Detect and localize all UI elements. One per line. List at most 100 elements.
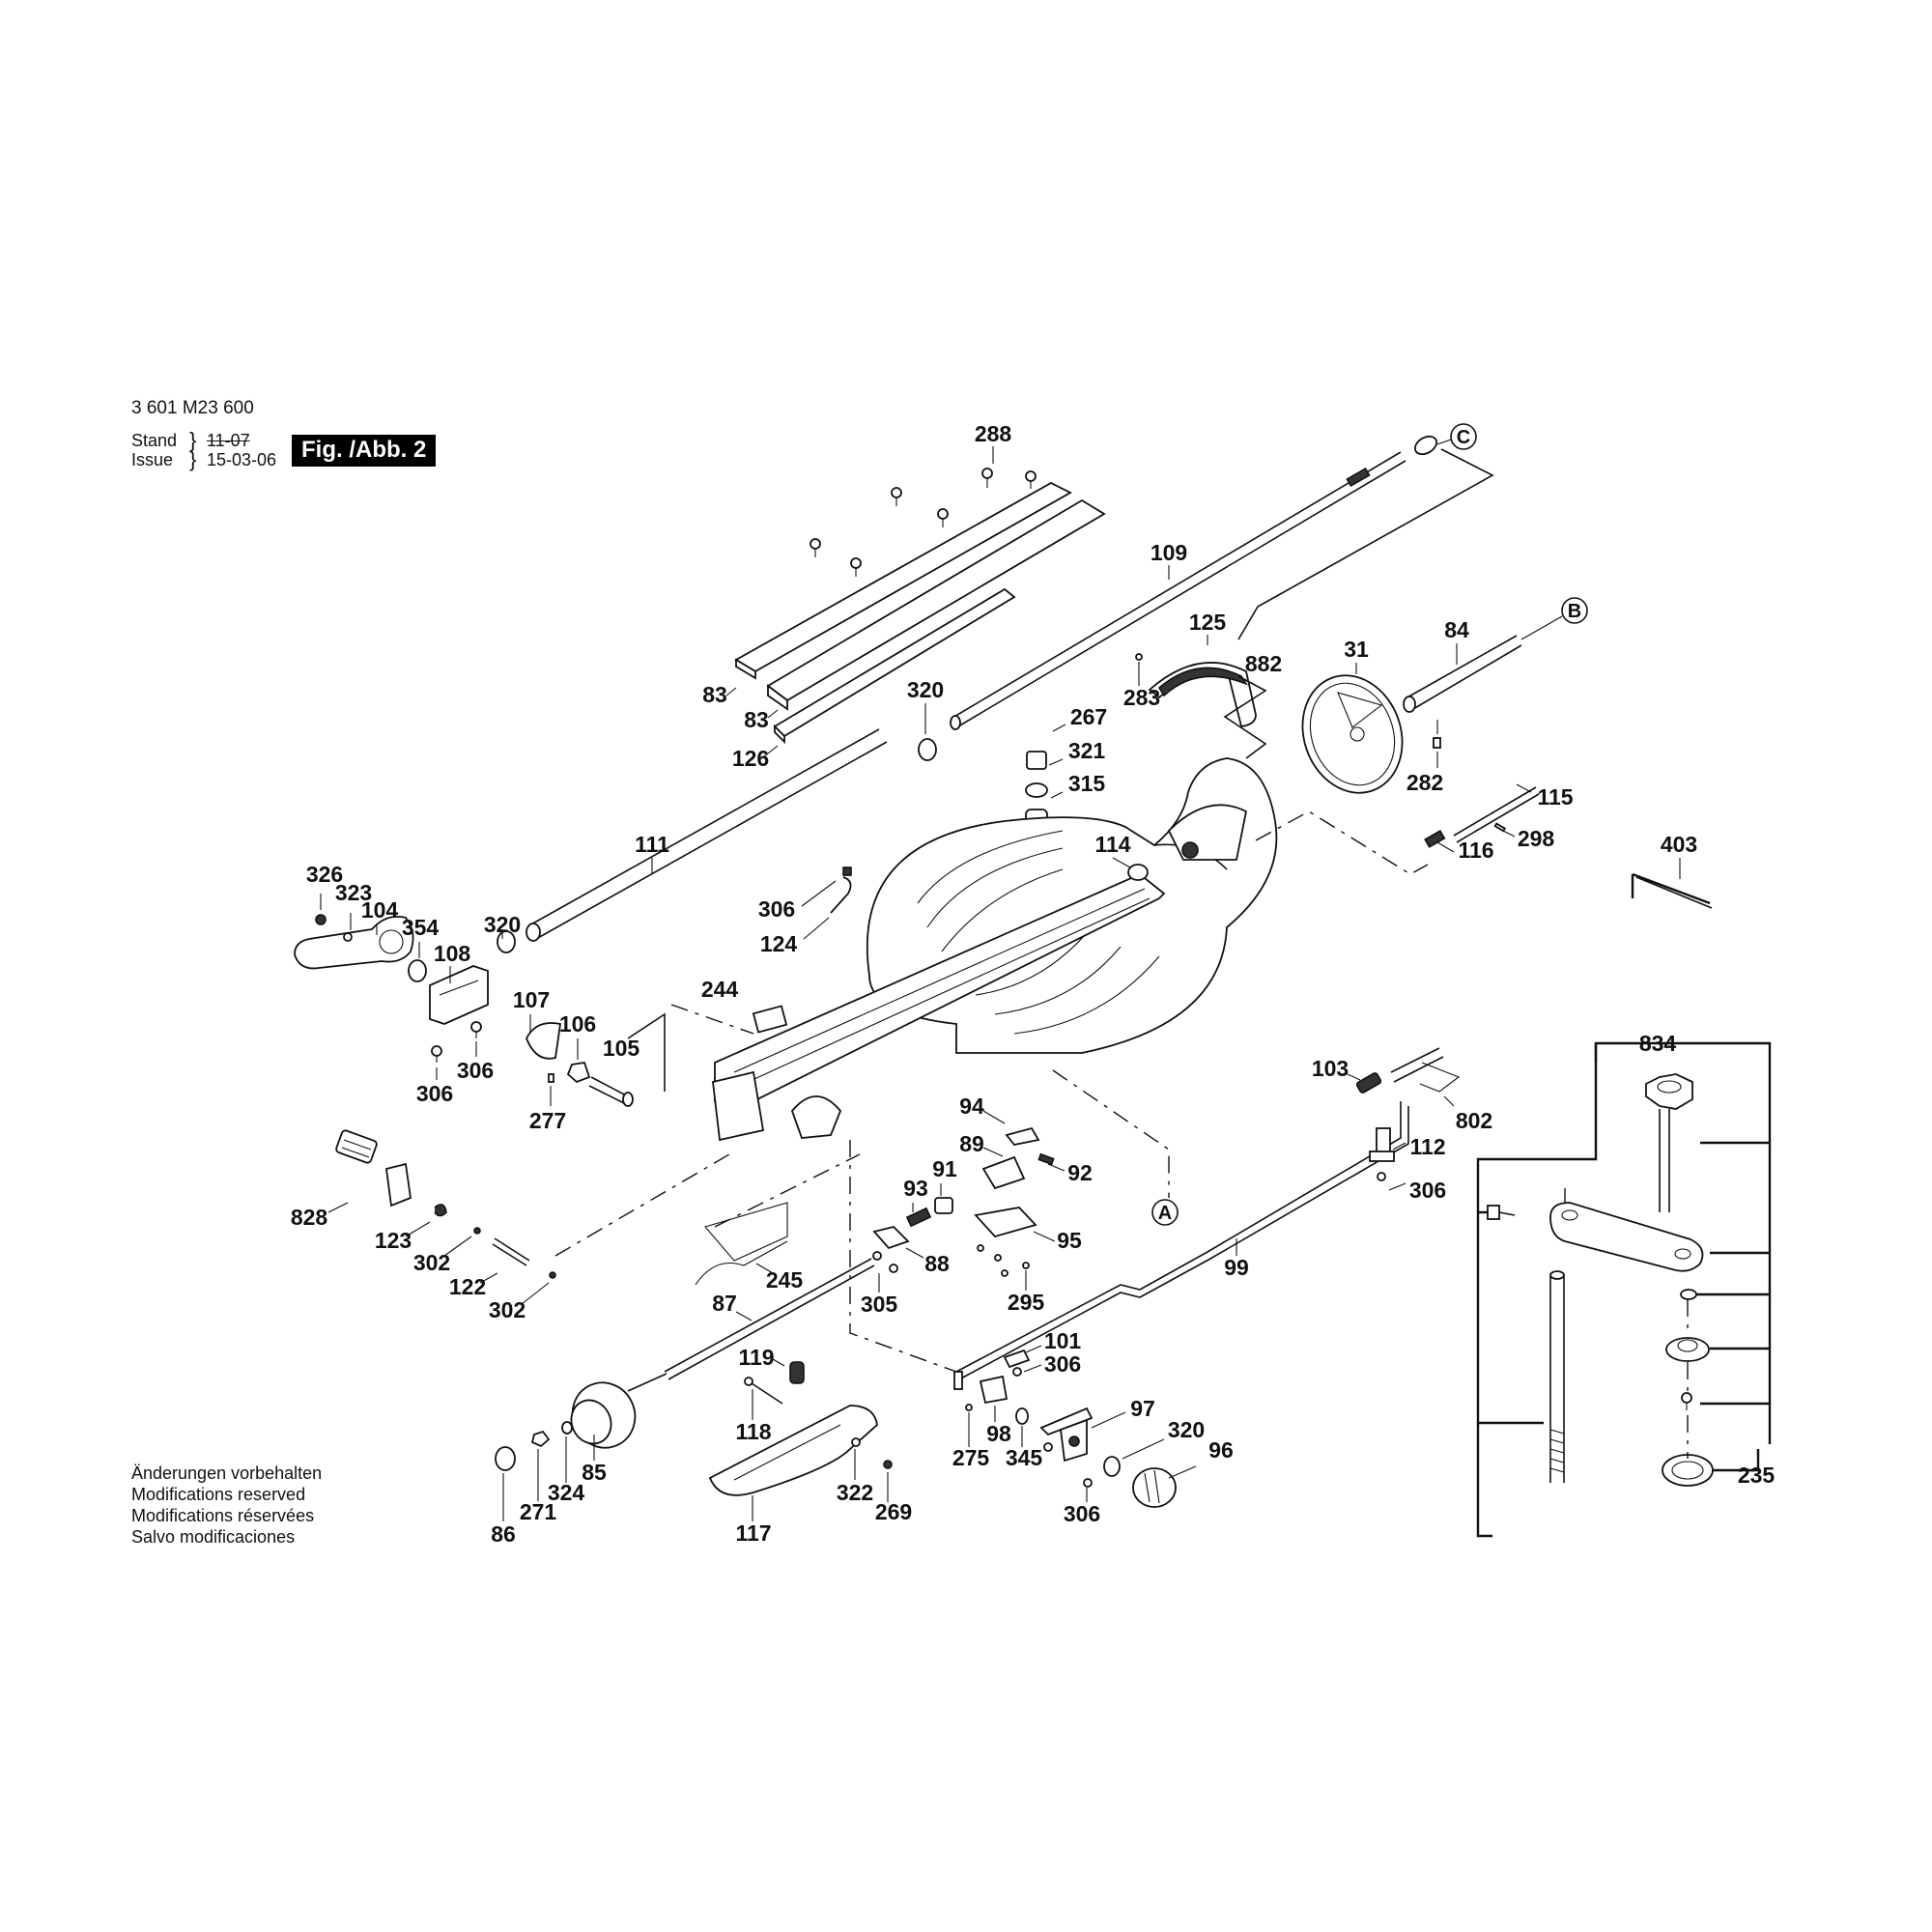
- fence-rail-83-upper[interactable]: [734, 481, 1072, 680]
- clip-302-b[interactable]: [549, 1271, 556, 1279]
- callout-403: 403: [1661, 832, 1697, 857]
- callout-271: 271: [520, 1499, 557, 1524]
- pin-105[interactable]: [588, 1076, 634, 1107]
- shaft-109[interactable]: [950, 451, 1406, 730]
- washer-323[interactable]: [343, 932, 353, 942]
- sleeve-c[interactable]: [1412, 433, 1440, 458]
- screws-295[interactable]: [977, 1244, 1030, 1277]
- pedal-828[interactable]: [335, 1129, 412, 1208]
- hex-key-403[interactable]: [1631, 872, 1713, 909]
- callout-118: 118: [735, 1419, 771, 1444]
- callout-322: 322: [837, 1480, 873, 1505]
- washer-324[interactable]: [561, 1421, 573, 1435]
- callout-96: 96: [1208, 1437, 1234, 1463]
- label-244[interactable]: [752, 1005, 788, 1034]
- washer-345[interactable]: [1015, 1407, 1029, 1425]
- pin-282[interactable]: [1433, 737, 1441, 749]
- screws-288[interactable]: [810, 468, 1037, 577]
- disk-31[interactable]: [1287, 662, 1418, 808]
- lever-88[interactable]: [872, 1226, 910, 1250]
- star-knob[interactable]: [1645, 1073, 1693, 1110]
- rod-111[interactable]: [526, 728, 888, 942]
- nut-322[interactable]: [851, 1437, 861, 1447]
- pin-298[interactable]: [1493, 822, 1507, 833]
- pad-screw[interactable]: [1681, 1392, 1692, 1410]
- label-245[interactable]: [695, 1202, 788, 1286]
- callout-306-d: 306: [1409, 1178, 1446, 1203]
- plate-94[interactable]: [1005, 1126, 1040, 1146]
- threaded-rod-top[interactable]: [1659, 1109, 1670, 1212]
- spring-119[interactable]: [789, 1361, 805, 1384]
- washer-354[interactable]: [408, 959, 427, 982]
- callout-306-c: 306: [457, 1058, 494, 1083]
- clip-124[interactable]: [830, 876, 852, 914]
- callout-295: 295: [1008, 1290, 1045, 1315]
- spring-123[interactable]: [434, 1204, 447, 1217]
- lever-104[interactable]: [294, 915, 414, 970]
- shaft-802[interactable]: [1390, 1047, 1444, 1083]
- screw-306-e[interactable]: [1012, 1367, 1022, 1377]
- pin-84[interactable]: [1403, 635, 1522, 713]
- plate-95[interactable]: [974, 1207, 1037, 1238]
- pin-118[interactable]: [744, 1377, 783, 1405]
- rod-87[interactable]: [664, 1258, 875, 1380]
- fence-rail-83-lower[interactable]: [766, 498, 1106, 711]
- bracket-97[interactable]: [1039, 1406, 1094, 1463]
- handle-cap-85[interactable]: [562, 1373, 668, 1459]
- callout-269: 269: [875, 1499, 912, 1524]
- knob-96[interactable]: [1132, 1467, 1177, 1508]
- washer-320-top[interactable]: [918, 738, 937, 761]
- lock-98[interactable]: [979, 1375, 1009, 1405]
- rod-99[interactable]: [953, 1101, 1409, 1390]
- clamp-arm[interactable]: [1549, 1202, 1704, 1272]
- callout-122: 122: [449, 1274, 486, 1299]
- table-extension-arm[interactable]: [712, 872, 1166, 1142]
- screw-306-f[interactable]: [1083, 1478, 1093, 1488]
- screw-306-b[interactable]: [431, 1045, 442, 1063]
- base-ring-235[interactable]: [1662, 1454, 1714, 1487]
- clip-302-a[interactable]: [473, 1227, 481, 1235]
- washer-small[interactable]: [1680, 1289, 1697, 1300]
- clamp-108[interactable]: [429, 965, 489, 1025]
- cap-86[interactable]: [495, 1446, 516, 1471]
- callout-119: 119: [738, 1345, 774, 1370]
- screws-305[interactable]: [872, 1251, 898, 1273]
- spring-116[interactable]: [1424, 829, 1446, 848]
- spring-92[interactable]: [1037, 1152, 1055, 1166]
- knob-91[interactable]: [934, 1197, 953, 1214]
- pin-277[interactable]: [548, 1073, 554, 1083]
- pressure-pad[interactable]: [1665, 1337, 1710, 1362]
- handle-117[interactable]: [708, 1405, 878, 1496]
- screw-306-a[interactable]: [842, 867, 852, 876]
- threaded-post[interactable]: [1549, 1270, 1565, 1483]
- leader-105: [627, 1012, 666, 1092]
- shaft-115[interactable]: [1453, 786, 1540, 843]
- screw-283[interactable]: [1135, 653, 1143, 661]
- nut-267[interactable]: [1026, 751, 1047, 770]
- clamp-107[interactable]: [526, 1022, 562, 1060]
- screw-306-f-upper[interactable]: [1043, 1442, 1053, 1452]
- washer-321[interactable]: [1025, 782, 1048, 798]
- thumb-screw[interactable]: [1487, 1205, 1516, 1220]
- pin-122[interactable]: [492, 1237, 530, 1266]
- pin-275[interactable]: [965, 1404, 973, 1411]
- callout-882: 882: [1245, 651, 1282, 676]
- document-number: 3 601 M23 600: [131, 398, 254, 418]
- nut-106[interactable]: [566, 1061, 591, 1084]
- nut-271[interactable]: [530, 1430, 551, 1448]
- callout-275: 275: [952, 1445, 990, 1470]
- clip-101[interactable]: [1003, 1349, 1031, 1369]
- scale-125[interactable]: [1148, 662, 1257, 727]
- washer-320-c[interactable]: [1103, 1456, 1121, 1477]
- bushing-114[interactable]: [1127, 864, 1149, 881]
- callout-306-b: 306: [416, 1081, 453, 1106]
- fence-plate-126[interactable]: [773, 587, 1016, 745]
- spring-93[interactable]: [905, 1207, 932, 1228]
- bracket-112[interactable]: [1369, 1127, 1395, 1162]
- screw-306-c[interactable]: [470, 1021, 482, 1038]
- nut-269[interactable]: [883, 1460, 893, 1469]
- screw-306-d[interactable]: [1377, 1172, 1386, 1181]
- bracket-89[interactable]: [981, 1155, 1026, 1190]
- nut-326[interactable]: [315, 914, 327, 925]
- spring-103[interactable]: [1355, 1072, 1382, 1094]
